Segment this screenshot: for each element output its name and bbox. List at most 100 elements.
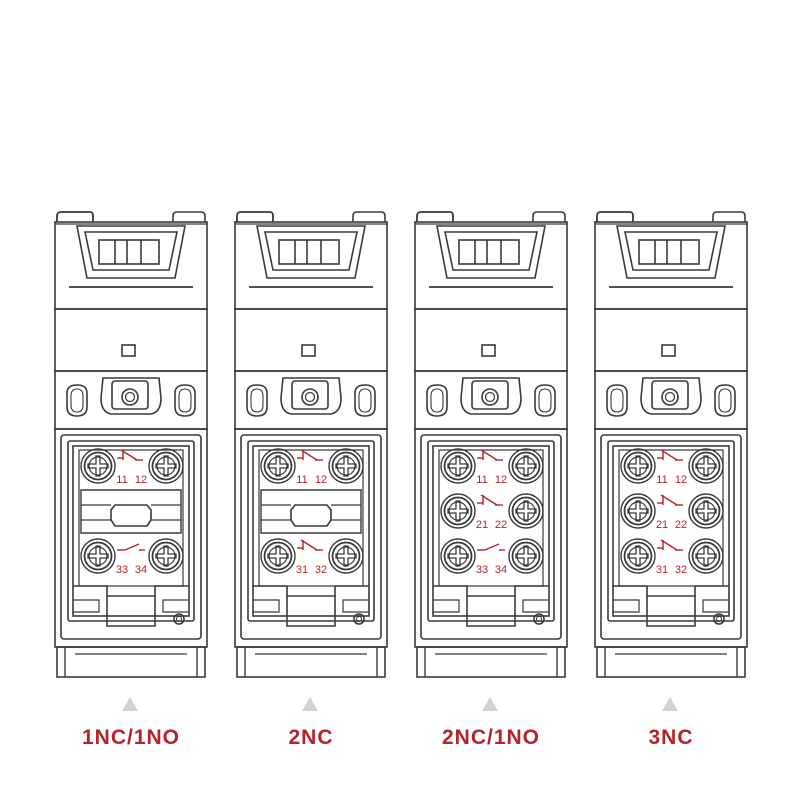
screw-slot [335, 545, 357, 567]
terminal-screw-icon [80, 448, 116, 484]
top-tab-left [56, 211, 94, 222]
screw-head [691, 451, 721, 481]
cover-screw-hole-inner [535, 615, 543, 623]
screw-inner-ring [156, 456, 176, 476]
nc-contact-symbol [657, 539, 683, 551]
compartment-wall [240, 434, 382, 640]
lower-rib-right [702, 599, 729, 613]
center-rib [80, 489, 182, 534]
screw-inner-ring [268, 546, 288, 566]
screw-head [263, 451, 293, 481]
screw-outer-ring [440, 448, 476, 484]
screw-slot [695, 545, 717, 567]
screw-outer-ring [260, 538, 296, 574]
screw-inner-ring [336, 546, 356, 566]
screw-slot [627, 545, 649, 567]
terminal-number-label: 34 [495, 564, 507, 576]
mount-hole-icon [121, 388, 139, 406]
center-rib [260, 489, 362, 534]
terminal-block [252, 445, 370, 617]
head-window-slots [458, 239, 520, 265]
cable-entry-plate [286, 596, 336, 627]
terminal-block-inner [438, 449, 544, 587]
compartment-wall [60, 434, 202, 640]
nc-contact-symbol [657, 449, 683, 461]
screw-slot [87, 455, 109, 477]
head-window-inner [624, 231, 718, 271]
mount-hole-inner [484, 391, 496, 403]
left-mount-slot [246, 384, 268, 417]
screw-head [83, 541, 113, 571]
mount-boss-inner [291, 380, 329, 410]
terminal-number-label: 11 [116, 474, 127, 486]
right-mount-slot-inner [718, 388, 732, 413]
terminal-screw-icon [148, 538, 184, 574]
center-key [290, 504, 332, 527]
head-window-inner [264, 231, 358, 271]
right-mount-slot [714, 384, 736, 417]
lower-bracket [253, 585, 369, 597]
indicator-slot [121, 344, 136, 357]
screw-slot [335, 455, 357, 477]
terminal-number-label: 11 [476, 474, 487, 486]
screw-head [623, 496, 653, 526]
lower-rib-left [613, 599, 640, 613]
mount-hole-inner [304, 391, 316, 403]
mount-boss [280, 377, 342, 415]
screw-outer-ring [328, 448, 364, 484]
terminal-block-inner [618, 449, 724, 587]
terminal-number-label: 33 [476, 564, 488, 576]
indicator-slot [481, 344, 496, 357]
right-mount-slot [354, 384, 376, 417]
screw-inner-ring [88, 546, 108, 566]
switch-upper-body [594, 308, 748, 372]
mounting-band [414, 370, 568, 430]
lower-rib-left [73, 599, 100, 613]
screw-head [511, 451, 541, 481]
compartment-wall [420, 434, 562, 640]
terminal-screw-icon [80, 538, 116, 574]
mount-boss [460, 377, 522, 415]
switch-head-body [414, 221, 568, 310]
top-tab-right [712, 211, 746, 222]
nc-contact-symbol [297, 539, 323, 551]
right-mount-slot [174, 384, 196, 417]
screw-outer-ring [440, 538, 476, 574]
terminal-screw-icon [620, 493, 656, 529]
terminal-screw-icon [508, 538, 544, 574]
mount-boss-inner [651, 380, 689, 410]
top-tab-left [416, 211, 454, 222]
no-contact-symbol [477, 543, 505, 551]
contact-line [660, 494, 678, 506]
mount-boss [640, 377, 702, 415]
head-window-slots [638, 239, 700, 265]
screw-outer-ring [688, 538, 724, 574]
cable-entry-plate [646, 596, 696, 627]
marker-triangle-icon [482, 697, 498, 711]
switch-head-body [594, 221, 748, 310]
screw-outer-ring [508, 538, 544, 574]
lower-rib-left [253, 599, 280, 613]
mount-hole-icon [481, 388, 499, 406]
switch-head-body [54, 221, 208, 310]
head-window-frame [76, 225, 186, 279]
top-tab-left [56, 211, 94, 222]
screw-slot [155, 545, 177, 567]
screw-slot [267, 545, 289, 567]
screw-head [331, 541, 361, 571]
screw-slot [515, 545, 537, 567]
switch-upper-body [54, 308, 208, 372]
right-mount-slot [534, 384, 556, 417]
screw-head [443, 541, 473, 571]
screw-head [331, 451, 361, 481]
variant-label-2nc: 2NC [288, 726, 334, 749]
head-window-slots [98, 239, 160, 265]
terminal-screw-icon [440, 448, 476, 484]
screw-slot [515, 500, 537, 522]
screw-inner-ring [268, 456, 288, 476]
left-mount-slot-inner [430, 388, 444, 413]
terminal-number-label: 32 [675, 564, 687, 576]
